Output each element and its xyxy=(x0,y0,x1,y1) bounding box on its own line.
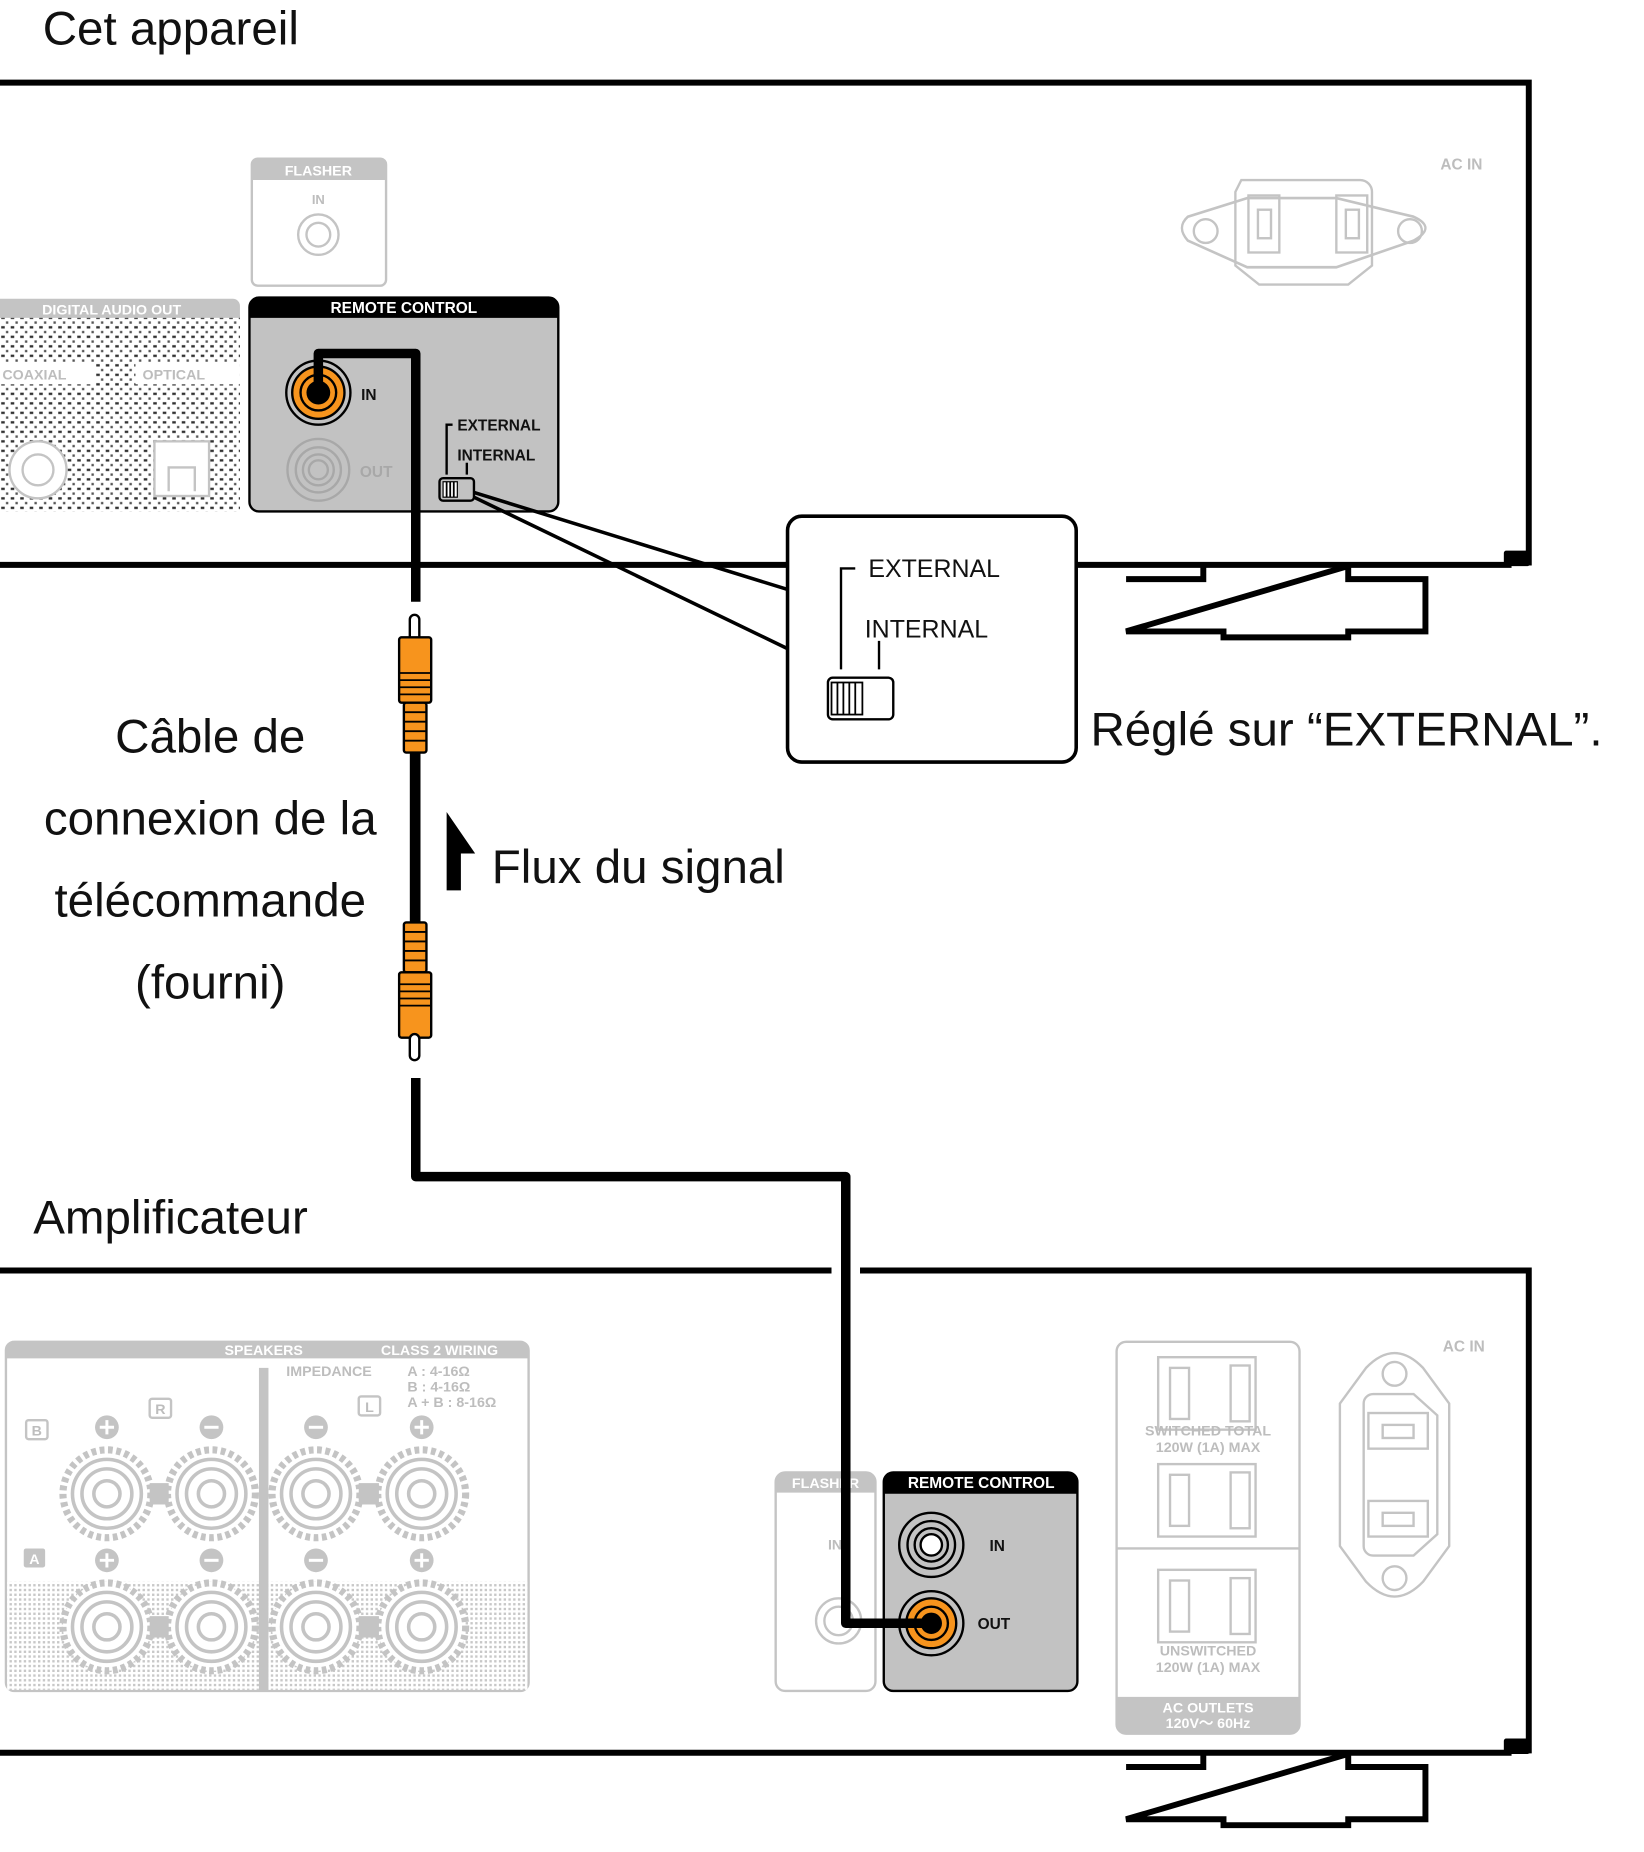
r-channel-label: R xyxy=(155,1402,165,1418)
unit-flasher-panel: FLASHER IN xyxy=(250,157,388,287)
impedance-label: IMPEDANCE xyxy=(286,1364,372,1380)
ac-outlets-label-2: 120V～ 60Hz xyxy=(1166,1716,1251,1732)
signal-flow-label: Flux du signal xyxy=(492,841,785,894)
set-to-external-note: Réglé sur “EXTERNAL”. xyxy=(1090,703,1602,756)
unit-internal-label: INTERNAL xyxy=(457,447,535,464)
speaker-terminals xyxy=(59,1415,470,1675)
class2-label: CLASS 2 WIRING xyxy=(381,1343,498,1359)
speaker-terminal xyxy=(163,1579,259,1675)
callout-switch xyxy=(826,676,895,721)
unit-remote-control-title: REMOTE CONTROL xyxy=(331,300,478,317)
b-speaker-label: B xyxy=(32,1424,42,1440)
amp-chassis xyxy=(0,1267,1532,1829)
speaker-terminal xyxy=(374,1579,470,1675)
unit-remote-out-jack[interactable] xyxy=(286,437,351,502)
remote-cable-end xyxy=(841,1462,931,1629)
amp-flasher-in-label: IN xyxy=(828,1538,842,1554)
digital-audio-out-label: DIGITAL AUDIO OUT xyxy=(42,302,181,318)
ac-pin-icon xyxy=(1247,194,1281,254)
switch-callout: EXTERNAL INTERNAL Réglé sur “EXTERNAL”. xyxy=(473,490,1603,764)
optical-label: OPTICAL xyxy=(143,368,206,384)
unit-chassis xyxy=(0,79,1532,641)
coaxial-jack-icon xyxy=(8,440,68,500)
ac-outlets-label-1: AC OUTLETS xyxy=(1163,1700,1254,1716)
impedance-ab: A + B : 8-16Ω xyxy=(407,1395,496,1411)
signal-flow-arrow-icon xyxy=(446,811,476,891)
amp-flasher-panel: FLASHER IN xyxy=(774,1471,877,1693)
flasher-jack-icon xyxy=(296,213,340,257)
cable-label-line4: (fourni) xyxy=(135,956,285,1009)
unit-external-internal-switch[interactable] xyxy=(438,476,476,502)
amp-ac-inlet: AC IN xyxy=(1338,1338,1485,1598)
amp-remote-in-jack[interactable] xyxy=(898,1511,965,1579)
speaker-terminal xyxy=(59,1446,155,1542)
amp-remote-control-title: REMOTE CONTROL xyxy=(908,1475,1055,1492)
amp-speaker-panel: SPEAKERS CLASS 2 WIRING IMPEDANCE A : 4-… xyxy=(4,1340,530,1693)
a-speaker-label: A xyxy=(29,1552,39,1568)
amp-remote-in-label: IN xyxy=(989,1538,1004,1555)
cable-label: Câble de connexion de la télécommande (f… xyxy=(44,711,377,1010)
amp-ac-in-label: AC IN xyxy=(1443,1338,1485,1355)
amplifier-title: Amplificateur xyxy=(33,1192,308,1245)
coaxial-label: COAXIAL xyxy=(2,368,66,384)
amp-remote-control-panel: REMOTE CONTROL IN OUT xyxy=(882,1471,1079,1693)
amp-remote-out-label: OUT xyxy=(978,1616,1011,1633)
speaker-terminal xyxy=(163,1446,259,1542)
impedance-a: A : 4-16Ω xyxy=(407,1364,469,1380)
unswitched-label-2: 120W (1A) MAX xyxy=(1156,1660,1261,1676)
speaker-terminal xyxy=(59,1579,155,1675)
amp-ac-outlets-panel: SWITCHED TOTAL 120W (1A) MAX UNSWITCHED … xyxy=(1115,1340,1301,1735)
unit-digital-audio-out-panel: DIGITAL AUDIO OUT COAXIAL OPTICAL xyxy=(0,298,240,512)
unit-flasher-in-label: IN xyxy=(312,192,325,207)
cable-label-line3: télécommande xyxy=(54,874,366,927)
speaker-terminal xyxy=(374,1446,470,1542)
unit-remote-in-label: IN xyxy=(361,387,376,404)
callout-internal-label: INTERNAL xyxy=(865,615,988,643)
unit-external-label: EXTERNAL xyxy=(457,418,540,435)
unswitched-label-1: UNSWITCHED xyxy=(1160,1643,1257,1659)
speakers-label: SPEAKERS xyxy=(225,1343,303,1359)
speaker-terminal xyxy=(268,1446,364,1542)
amp-ac-pin-icon xyxy=(1367,1411,1429,1450)
switched-label-1: SWITCHED TOTAL xyxy=(1145,1424,1271,1440)
l-channel-label: L xyxy=(365,1400,374,1416)
cable-label-line1: Câble de xyxy=(115,711,305,764)
unit-ac-inlet: AC IN xyxy=(1180,156,1482,286)
this-unit-title: Cet appareil xyxy=(43,3,299,56)
amp-remote-out-jack[interactable] xyxy=(898,1590,965,1657)
unit-remote-control-panel: REMOTE CONTROL IN OUT EXTERNAL INTERNAL xyxy=(248,296,560,513)
unit-remote-out-label: OUT xyxy=(360,464,393,481)
switched-label-2: 120W (1A) MAX xyxy=(1156,1440,1261,1456)
cable-label-line2: connexion de la xyxy=(44,793,377,846)
speaker-terminal xyxy=(268,1579,364,1675)
unit-flasher-title: FLASHER xyxy=(285,163,352,179)
unit-ac-in-label: AC IN xyxy=(1440,156,1482,173)
ac-outlet-icon xyxy=(1156,1356,1257,1644)
impedance-b: B : 4-16Ω xyxy=(407,1380,470,1396)
callout-external-label: EXTERNAL xyxy=(868,555,1000,583)
